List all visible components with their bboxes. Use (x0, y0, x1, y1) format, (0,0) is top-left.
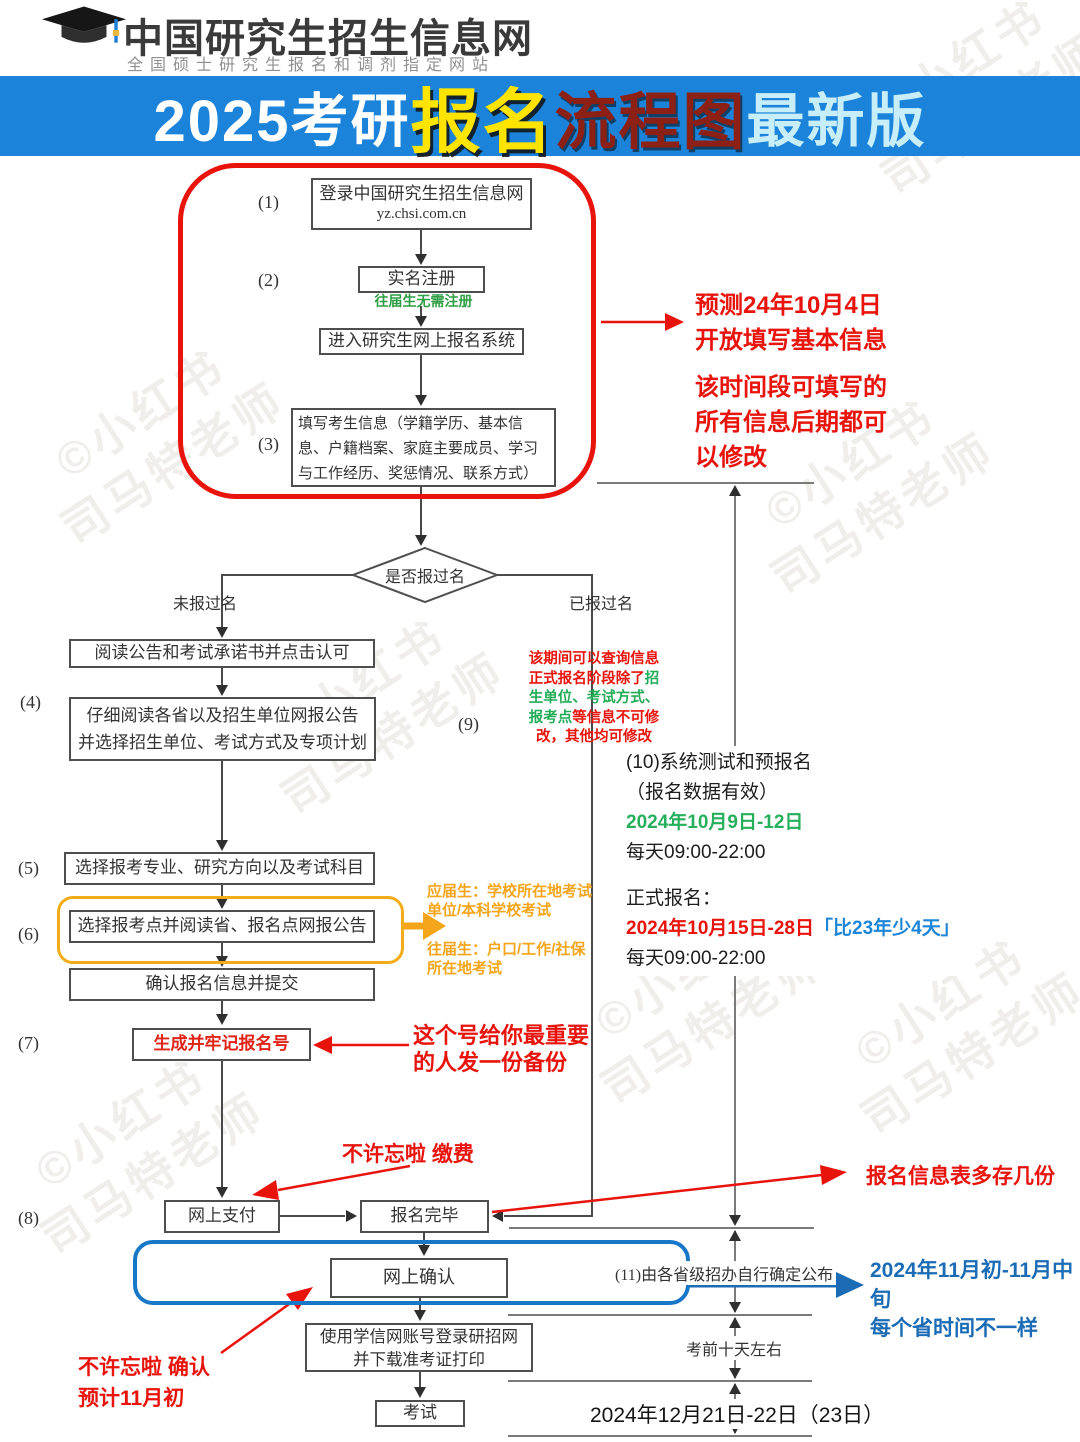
red-annotation-lines (220, 320, 823, 1355)
annotation-save-copies: 报名信息表多存几份 (866, 1165, 1055, 1188)
flow-box-online-confirm: 网上确认 (330, 1258, 508, 1298)
step-label-3: (3) (258, 434, 279, 454)
flow-arrowheads (216, 254, 503, 1398)
flow-box-exam: 考试 (375, 1400, 465, 1427)
red-highlight-frame (178, 163, 596, 499)
timeline-ticket-label: 考前十天左右 (681, 1336, 788, 1360)
site-url: yz.chsi.com.cn (376, 206, 467, 223)
decision-diamond-shape (350, 546, 500, 604)
flow-box-login: 登录中国研究生招生信息网 yz.chsi.com.cn (311, 178, 532, 230)
decision-label: 是否报过名 (384, 569, 465, 586)
annotation-backup-reg-number: 这个号给你最重要 的人发一份备份 (413, 1023, 590, 1075)
timeline-dimension-arrowheads (729, 485, 741, 1434)
flow-box-choose-major: 选择报考专业、研究方向以及考试科目 (64, 852, 375, 885)
formal-reg-note: 「比23年少4天」 (814, 918, 960, 939)
flow-box-reg-done: 报名完毕 (360, 1200, 489, 1233)
step-label-5: (5) (18, 858, 39, 878)
site-subtitle: 全国硕士研究生报名和调剂指定网站 (127, 57, 496, 74)
note-no-register: 往届生无需注册 (374, 293, 473, 309)
banner-part4: 最新版 (746, 89, 927, 154)
flow-box-fill-info: 填写考生信息（学籍学历、基本信息、户籍档案、家庭主要成员、学习与工作经历、奖惩情… (291, 408, 556, 487)
annotation-dont-forget-pay: 不许忘啦 缴费 (342, 1143, 474, 1166)
flow-box-register: 实名注册 (358, 266, 485, 293)
pre-reg-subtitle: （报名数据有效） (626, 782, 779, 803)
step-label-4: (4) (20, 692, 41, 712)
pre-reg-title: (10)系统测试和预报名 (626, 752, 812, 773)
branch-label-right: 已报过名 (568, 596, 633, 613)
step-label-9: (9) (458, 714, 479, 734)
step-label-6: (6) (18, 924, 39, 944)
flow-box-enter-system: 进入研究生网上报名系统 (319, 328, 524, 355)
step-label-7: (7) (18, 1033, 39, 1053)
timeline-confirm-dates: 2024年11月初-11月中旬 每个省时间不一样 (870, 1259, 1074, 1340)
annotation-prev-grad-site: 往届生：户口/工作/社保 所在地考试 (427, 941, 586, 977)
pre-reg-time: 每天09:00-22:00 (626, 842, 766, 863)
step-label-2: (2) (258, 270, 279, 290)
blue-annotation-arrowhead (836, 1272, 864, 1298)
timeline-dimension-lines (508, 482, 814, 1437)
banner-part1: 2025考研 (153, 89, 411, 154)
flow-box-pay-online: 网上支付 (164, 1200, 280, 1233)
formal-reg-time: 每天09:00-22:00 (626, 948, 766, 969)
red-annotation-arrowheads (252, 313, 847, 1310)
orange-annotation-arrowhead (423, 912, 446, 940)
formal-reg-date: 2024年10月15日-28日 (626, 918, 814, 939)
title-banner: 2025考研 报名 流程图 最新版 (0, 76, 1080, 161)
annotation-dont-forget-confirm: 不许忘啦 确认 预计11月初 (78, 1356, 210, 1410)
banner-part3: 流程图 (554, 88, 747, 157)
banner-part2: 报名 (410, 82, 555, 161)
timeline-confirm-label: (11)由各省级招办自行确定公布 (612, 1261, 837, 1285)
step-label-8: (8) (18, 1208, 39, 1228)
flow-box-read-province-notice: 仔细阅读各省以及招生单位网报公告 并选择招生单位、考试方式及专项计划 (69, 697, 376, 761)
flow-box-choose-exam-site: 选择报考点并阅读省、报名点网报公告 (69, 910, 375, 943)
graduation-cap-icon (41, 6, 127, 43)
annotation-fresh-grad-site: 应届生：学校所在地考试 单位/本科学校考试 (427, 883, 593, 919)
flow-box-confirm-submit: 确认报名信息并提交 (69, 968, 375, 1001)
annotation-predict-open-date: 预测24年10月4日 开放填写基本信息 该时间段可填写的 所有信息后期都可 以修… (695, 292, 887, 471)
timeline-pre-registration-block: (10)系统测试和预报名 （报名数据有效） 2024年10月9日-12日 每天0… (622, 746, 964, 976)
flow-box-reg-number: 生成并牢记报名号 (132, 1028, 311, 1061)
timeline-exam-date: 2024年12月21日-22日（23日） (585, 1399, 890, 1429)
pre-reg-date: 2024年10月9日-12日 (626, 812, 804, 833)
branch-label-left: 未报过名 (172, 596, 237, 613)
flow-box-read-notice: 阅读公告和考试承诺书并点击认可 (69, 639, 375, 668)
site-name: 中国研究生招生信息网 (123, 17, 533, 61)
yellow-highlight-frame (57, 896, 404, 964)
formal-reg-title: 正式报名： (626, 888, 722, 909)
step-label-1: (1) (258, 192, 279, 212)
annotation-query-modify-rules: 该期间可以查询信息 正式报名阶段除了招 生单位、考试方式、 报考点等信息不可修 … (528, 651, 660, 745)
flow-box-print-ticket: 使用学信网账号登录研招网 并下载准考证打印 (305, 1323, 533, 1372)
